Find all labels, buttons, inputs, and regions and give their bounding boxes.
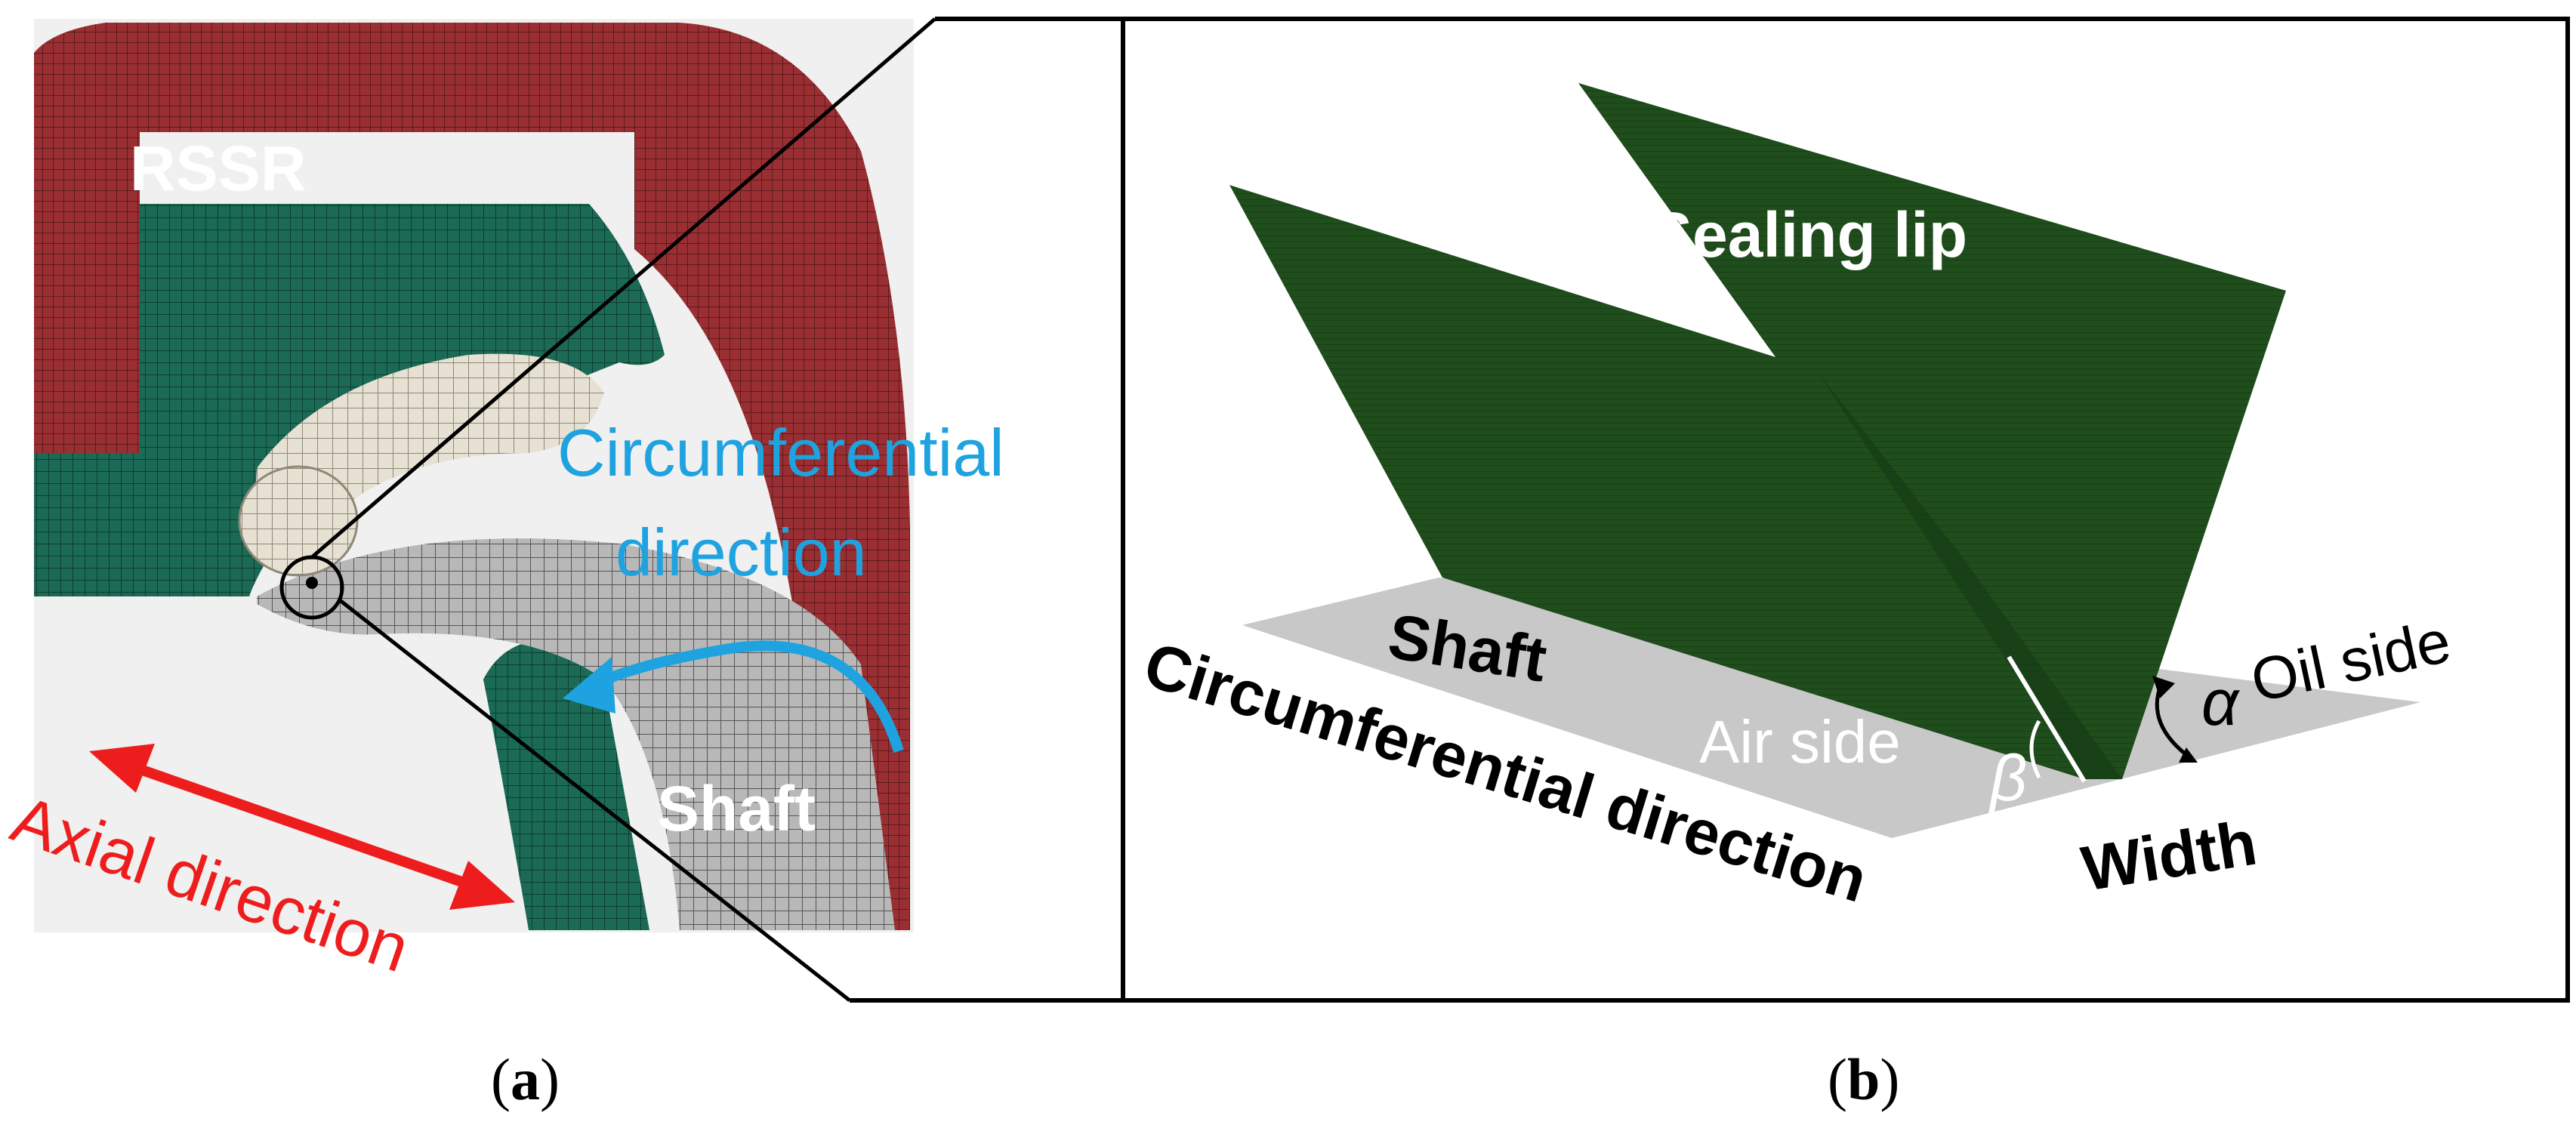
alpha-label: α: [2201, 667, 2241, 739]
rssr-label: RSSR: [130, 133, 306, 204]
garter-spring: [255, 353, 604, 574]
sealing-lip-label: Sealing lip: [1650, 199, 1967, 270]
zoom-line-top: [310, 17, 936, 559]
axial-arrowhead-left: [89, 744, 155, 793]
sealing-lip-front-shade: [1816, 370, 2122, 779]
zoom-frame: [850, 17, 2570, 1003]
sealing-lip-front: [1229, 185, 2122, 779]
alpha-arrowhead-bottom: [2179, 747, 2198, 763]
panel-b-caption: (b): [1828, 1046, 1900, 1112]
panel-a: RSSR Circumferential direction Shaft Axi…: [3, 19, 1004, 986]
shaft-label-a: Shaft: [657, 773, 816, 844]
air-side-label: Air side: [1699, 708, 1901, 775]
zoom-point: [306, 577, 318, 589]
seal-lower-leg: [483, 642, 649, 930]
air-side-edge: [2007, 655, 2087, 783]
circumferential-label-line1: Circumferential: [557, 415, 1004, 490]
rssr-housing: [34, 23, 910, 930]
panel-a-caption-letter: a: [510, 1046, 540, 1112]
circumferential-label-line2: direction: [615, 515, 867, 590]
circumferential-arrow: [586, 640, 904, 753]
axial-arrowhead-right: [449, 861, 515, 910]
garter-spring-end: [238, 465, 359, 577]
shaft-plane: [1242, 578, 2420, 838]
width-label: Width: [2077, 807, 2261, 904]
shaft-body: [257, 538, 895, 930]
beta-arc: [2029, 720, 2041, 779]
zoom-line-bottom: [338, 599, 851, 1002]
alpha-arrowhead-top: [2152, 676, 2175, 698]
sealing-lip-back: [1578, 83, 2286, 779]
beta-label: β: [1988, 742, 2027, 815]
panel-b: Sealing lip Shaft Circumferential direct…: [850, 17, 2570, 1003]
axial-arrow-line: [119, 757, 486, 895]
panel-a-caption: (a): [491, 1046, 560, 1112]
circumferential-arrowhead: [563, 657, 615, 713]
panel-b-caption-letter: b: [1846, 1046, 1880, 1112]
